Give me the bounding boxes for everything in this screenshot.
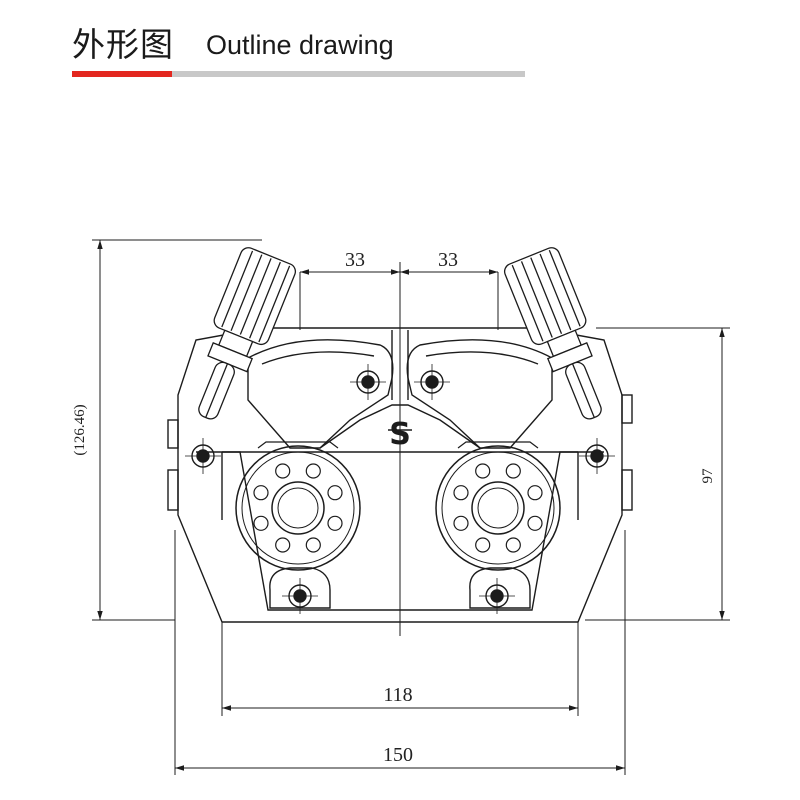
right-roll-hub	[471, 481, 525, 535]
right-roll-bore	[477, 487, 519, 529]
dim-body-height: 97	[700, 468, 716, 484]
dim-base-width: 118	[383, 684, 412, 706]
title-accent-bar	[72, 71, 172, 77]
left-drive-roll	[235, 441, 361, 571]
page-header: 外形图 Outline drawing	[72, 14, 532, 84]
right-roll-rim	[441, 451, 555, 565]
left-roll-bolt	[253, 485, 269, 501]
screw	[350, 364, 386, 400]
screw	[185, 438, 221, 474]
left-roll-guard	[257, 441, 339, 449]
left-tension-knob	[198, 247, 297, 420]
screw	[479, 578, 515, 614]
left-roll-bolt	[305, 537, 321, 553]
left-roll-bore	[277, 487, 319, 529]
left-roll-bolt	[275, 463, 291, 479]
title-chinese: 外形图	[72, 25, 174, 64]
right-roll-bolt	[505, 463, 521, 479]
drive-rolls	[235, 441, 561, 571]
mounting-screws	[185, 364, 615, 614]
title-underline	[72, 71, 525, 77]
screw	[414, 364, 450, 400]
title-english: Outline drawing	[206, 30, 394, 60]
dim-overall-height: (126.46)	[72, 404, 88, 455]
right-roll-guard	[457, 441, 539, 449]
left-roll-bolt	[253, 515, 269, 531]
left-roll-bolt	[275, 537, 291, 553]
screw	[579, 438, 615, 474]
left-roll-bolt	[305, 463, 321, 479]
right-drive-roll	[435, 441, 561, 571]
dim-left-offset: 33	[345, 249, 365, 271]
right-roll-bolt	[475, 463, 491, 479]
right-roll-outer	[435, 445, 561, 571]
right-roll-bolt	[453, 485, 469, 501]
right-roll-bolt	[527, 485, 543, 501]
right-tension-knob	[503, 247, 602, 420]
dimension-lines	[92, 239, 730, 775]
left-roll-rim	[241, 451, 355, 565]
dim-overall-width: 150	[383, 744, 413, 766]
screw	[282, 578, 318, 614]
right-roll-bolt	[475, 537, 491, 553]
right-roll-bolt	[505, 537, 521, 553]
right-roll-bolt	[527, 515, 543, 531]
right-roll-bolt	[453, 515, 469, 531]
left-roll-hub	[271, 481, 325, 535]
left-roll-outer	[235, 445, 361, 571]
brand-logo-mark: S	[389, 417, 411, 452]
left-roll-bolt	[327, 515, 343, 531]
left-roll-bolt	[327, 485, 343, 501]
dim-right-offset: 33	[438, 249, 458, 271]
